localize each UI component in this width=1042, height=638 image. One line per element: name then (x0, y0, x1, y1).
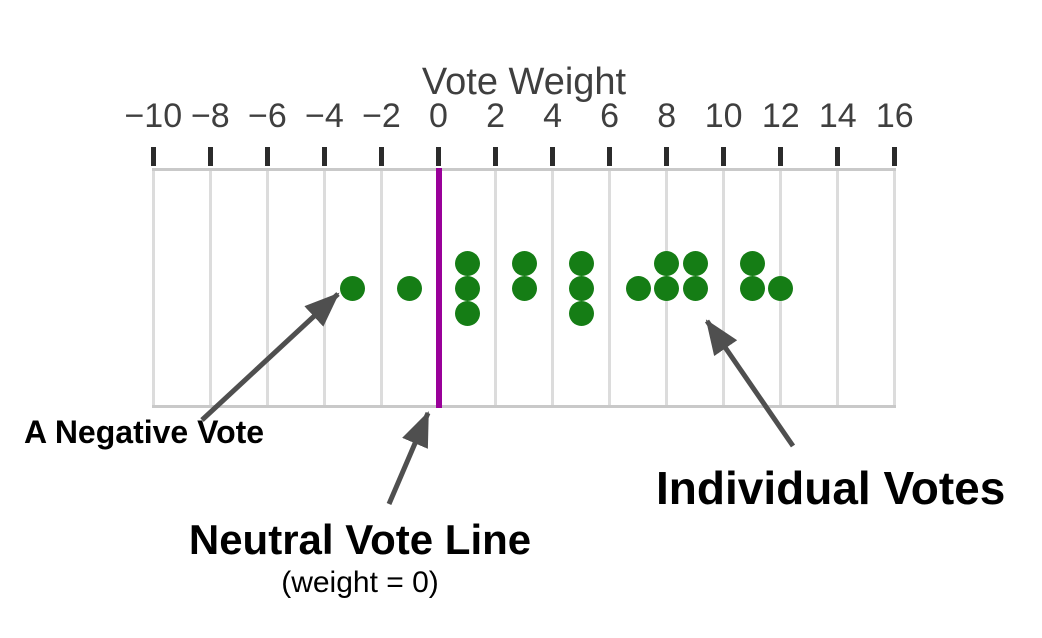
axis-tick-label: −10 (124, 97, 183, 135)
axis-tick-label: −8 (190, 97, 230, 135)
gridline (494, 171, 498, 405)
vote-dot (625, 275, 651, 301)
axis-tick-label: 8 (657, 97, 677, 135)
axis-tick-label: 16 (875, 97, 914, 135)
neutral-vote-line-sublabel: (weight = 0) (281, 566, 439, 599)
vote-dot (454, 300, 480, 326)
gridline (722, 171, 726, 405)
vote-dot (511, 250, 537, 276)
individual-votes-label: Individual Votes (656, 462, 1006, 514)
vote-dot (568, 300, 594, 326)
axis-tick-mark (664, 147, 670, 166)
axis-tick-label: 14 (818, 97, 857, 135)
axis-tick-mark (721, 147, 727, 166)
gridline (379, 171, 383, 405)
axis-tick-label: −6 (247, 97, 287, 135)
vote-dot (739, 250, 765, 276)
neutral-vote-line (435, 168, 442, 408)
vote-dot (768, 275, 794, 301)
axis-tick-mark (835, 147, 841, 166)
axis-tick-label: 12 (761, 97, 800, 135)
axis-tick-label: 2 (486, 97, 505, 135)
axis-tick-mark (378, 147, 384, 166)
axis-tick-mark (436, 147, 441, 166)
axis-tick-mark (321, 147, 327, 166)
vote-dot (739, 275, 765, 301)
axis-tick-label: 0 (429, 97, 448, 135)
axis-tick-mark (550, 147, 556, 166)
axis-tick-mark (778, 147, 784, 166)
negative-vote-label: A Negative Vote (24, 414, 265, 450)
vote-dot (654, 250, 680, 276)
gridline (265, 171, 269, 405)
vote-dot (568, 250, 594, 276)
vote-dot (454, 250, 480, 276)
axis-tick-label: −4 (305, 97, 344, 135)
axis-tick-mark (607, 147, 613, 166)
axis-tick-label: 10 (704, 97, 743, 135)
vote-dot (454, 275, 480, 301)
axis-tick-label: −2 (362, 97, 401, 135)
axis-tick-mark (892, 147, 898, 166)
axis-tick-mark (493, 147, 499, 166)
axis-tick-label: 4 (543, 97, 563, 135)
axis-tick-mark (207, 147, 213, 166)
axis-tick-label: 6 (600, 97, 620, 135)
gridline (208, 171, 212, 405)
gridline (322, 171, 326, 405)
axis-tick-mark (150, 147, 156, 166)
vote-dot (682, 275, 708, 301)
vote-dot (511, 275, 537, 301)
vote-dot (397, 275, 423, 301)
vote-dot (340, 275, 366, 301)
vote-dot (654, 275, 680, 301)
gridline (608, 171, 612, 405)
axis-title: Vote Weight (421, 61, 627, 103)
gridline (836, 171, 840, 405)
neutral-line-arrow-icon (386, 411, 431, 505)
axis-tick-mark (264, 147, 270, 166)
gridline (893, 171, 897, 405)
vote-dot (568, 275, 594, 301)
vote-dot (682, 250, 708, 276)
neutral-vote-line-label: Neutral Vote Line (188, 516, 532, 563)
gridline (551, 171, 555, 405)
gridline (151, 171, 155, 405)
